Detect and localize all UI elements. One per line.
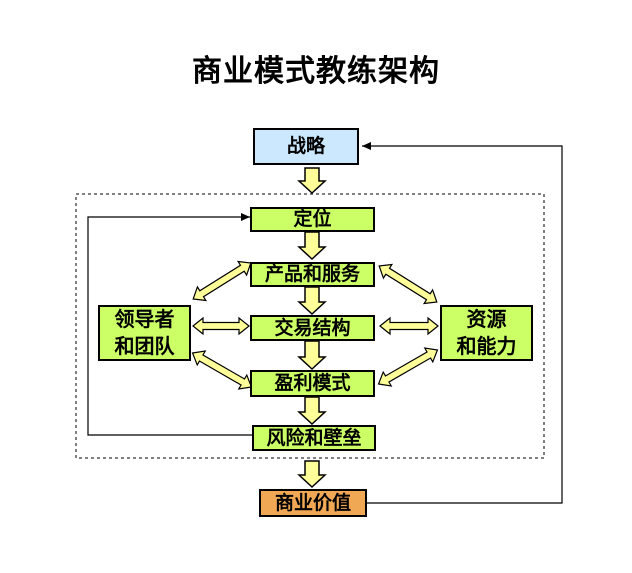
double-arrow-leaders-transaction <box>192 316 250 336</box>
transaction-structure-label: 交易结构 <box>274 316 351 339</box>
diagram-title: 商业模式教练架构 <box>192 54 440 89</box>
leaders-team-box: 领导者 和团队 <box>98 305 191 361</box>
double-arrow-leaders-products <box>192 260 252 302</box>
down-arrow-profit-risk <box>297 396 327 426</box>
risk-barriers-box: 风险和壁垒 <box>252 425 376 451</box>
down-arrow-products-transaction <box>297 286 327 316</box>
down-arrow-strategy-positioning <box>297 167 327 195</box>
resources-capabilities-line2: 和能力 <box>456 334 517 358</box>
down-arrow-positioning-products <box>297 231 327 261</box>
down-arrow-risk-value <box>297 460 327 489</box>
business-value-box: 商业价值 <box>259 489 367 517</box>
double-arrow-resources-products <box>378 263 438 305</box>
strategy-box: 战略 <box>253 128 359 165</box>
double-arrow-resources-profit <box>377 347 439 387</box>
products-services-label: 产品和服务 <box>264 263 360 286</box>
leaders-team-line1: 领导者 <box>114 307 175 331</box>
double-arrow-resources-transaction <box>379 316 439 336</box>
resources-capabilities-box: 资源 和能力 <box>440 305 533 361</box>
feedback-line-left <box>87 213 252 436</box>
down-arrow-transaction-profit <box>297 340 327 371</box>
resources-capabilities-line1: 资源 <box>466 307 507 331</box>
business-value-label: 商业价值 <box>274 491 351 514</box>
strategy-label: 战略 <box>286 135 325 158</box>
double-arrow-leaders-profit <box>191 350 253 390</box>
risk-barriers-label: 风险和壁垒 <box>266 426 362 449</box>
dashed-boundary <box>75 193 545 459</box>
positioning-label: 定位 <box>293 208 332 231</box>
positioning-box: 定位 <box>250 207 375 232</box>
profit-model-label: 盈利模式 <box>274 372 351 395</box>
profit-model-box: 盈利模式 <box>250 370 375 397</box>
transaction-structure-box: 交易结构 <box>250 315 375 341</box>
leaders-team-line2: 和团队 <box>114 334 175 358</box>
feedback-line-right <box>362 142 563 504</box>
products-services-box: 产品和服务 <box>250 262 375 287</box>
